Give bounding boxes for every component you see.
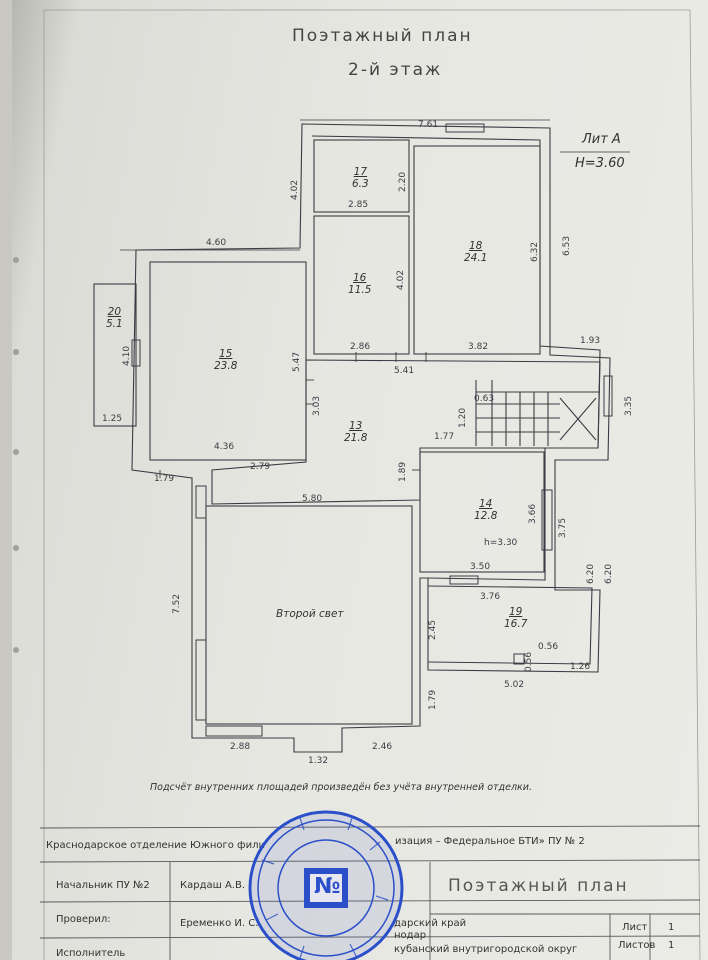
second-light-outline <box>205 505 413 725</box>
room-19-outline <box>427 585 593 665</box>
stairs <box>475 380 600 446</box>
dim-label: 5.80 <box>302 494 323 504</box>
dim-label: 3.82 <box>468 342 489 352</box>
dim-label: 1.77 <box>434 432 455 442</box>
dim-label: 5.41 <box>394 366 415 376</box>
org-name: Краснодарское отделение Южного фили <box>46 840 265 851</box>
dim-label: 5.02 <box>504 680 525 690</box>
document-sheet <box>12 0 708 960</box>
dimension-lines <box>120 119 630 251</box>
district: кубанский внутригородской округ <box>394 944 578 955</box>
room-17-outline <box>313 139 410 213</box>
footnote: Подсчёт внутренних площадей произведён б… <box>150 782 532 793</box>
dim-label: 3.76 <box>480 592 501 602</box>
lit-name: Лит А <box>582 132 621 147</box>
dim-label: 1.93 <box>580 336 601 346</box>
plan-title: Поэтажный план <box>292 26 473 46</box>
door-marks <box>159 352 427 478</box>
chief-label: Начальник ПУ №2 <box>56 880 150 891</box>
room-16-outline <box>313 215 410 355</box>
room-14-outline <box>419 451 545 573</box>
dim-label: 2.86 <box>350 342 371 352</box>
lists-label: Листов <box>618 940 656 951</box>
list-label: Лист <box>622 922 648 933</box>
floor-label: 2-й этаж <box>348 60 443 80</box>
executor-label: Исполнитель <box>56 948 126 959</box>
checked-name: Еременко И. С. <box>180 918 259 929</box>
list-value: 1 <box>668 922 675 933</box>
outer-wall <box>131 123 611 753</box>
dim-label: 3.50 <box>470 562 491 572</box>
dim-label: 1.26 <box>570 662 591 672</box>
lit-height: Н=3.60 <box>575 156 625 171</box>
chief-name: Кардаш А.В. <box>180 880 246 891</box>
dim-label: 1.25 <box>102 414 123 424</box>
room-20-outline <box>93 283 137 427</box>
org-name-tail: изация – Федеральное БТИ» ПУ № 2 <box>395 836 585 847</box>
room-18-outline <box>413 145 541 355</box>
windows <box>131 123 613 737</box>
dim-label: 4.60 <box>206 238 227 248</box>
city: нодар <box>394 930 427 941</box>
second-light-label: Второй свет <box>276 608 344 620</box>
dim-label: 2.85 <box>348 200 369 210</box>
lists-value: 1 <box>668 940 675 951</box>
dim-label: 4.36 <box>214 442 235 452</box>
region: дарский край <box>394 918 467 929</box>
room-14-height: h=3.30 <box>484 538 518 548</box>
dim-label: 2.79 <box>250 462 271 472</box>
dim-label: 0.63 <box>474 394 495 404</box>
dim-label: 1.32 <box>308 756 329 766</box>
dim-label: 0.56 <box>538 642 559 652</box>
dim-label: 1.79 <box>154 474 175 484</box>
stamp-logo: № <box>314 874 341 899</box>
checked-label: Проверил: <box>56 914 111 925</box>
dim-label: 2.46 <box>372 742 393 752</box>
dim-label: 7.61 <box>418 120 439 130</box>
sheet-title: Поэтажный план <box>448 876 629 896</box>
dim-label: 2.88 <box>230 742 251 752</box>
